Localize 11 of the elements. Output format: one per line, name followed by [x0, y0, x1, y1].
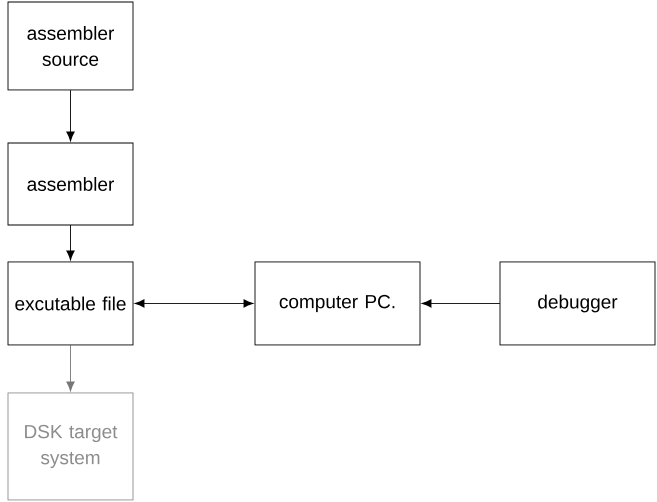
- process-box: debugger: [500, 262, 656, 346]
- process-box: assembler: [8, 142, 134, 226]
- arrow: [66, 225, 75, 260]
- process-box: computer PC.: [254, 262, 420, 346]
- arrow: [422, 299, 500, 308]
- arrow: [134, 299, 254, 308]
- process-box: excutable file: [8, 262, 134, 346]
- process-box: assembler source: [8, 2, 134, 90]
- arrow: [66, 90, 75, 142]
- process-box: DSK target system: [8, 392, 134, 500]
- arrow: [66, 344, 75, 392]
